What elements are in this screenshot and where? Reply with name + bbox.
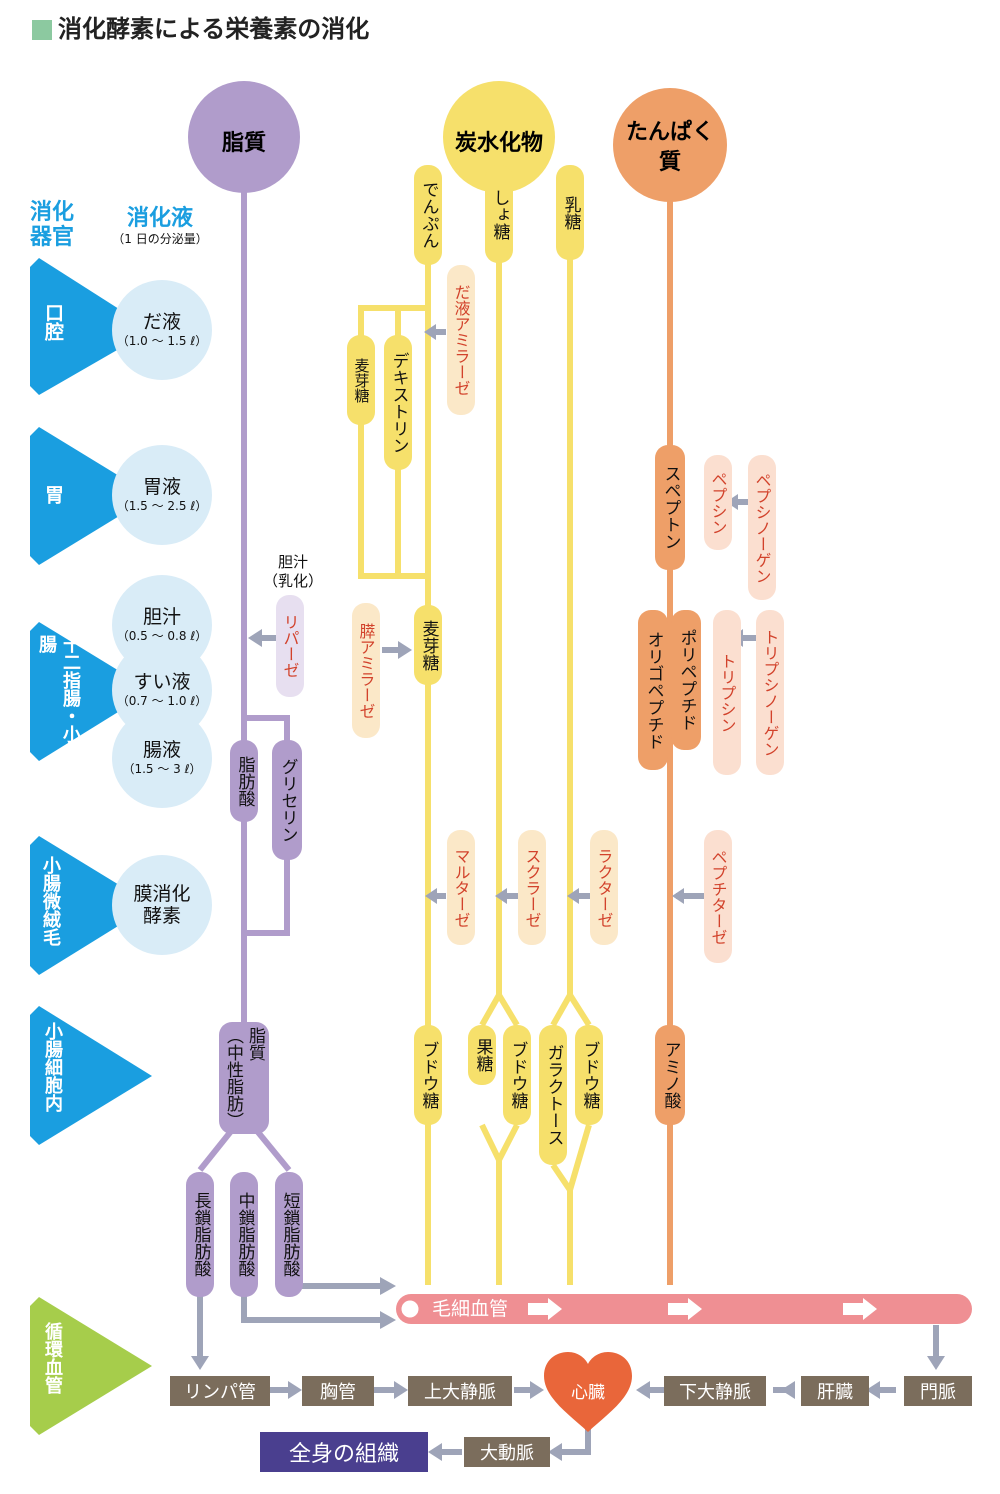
enzyme-pepsin: ペプシン (704, 455, 732, 550)
fatty-acid-pill: 脂肪酸 (230, 740, 258, 822)
maltose-pill: 麦芽糖 (347, 335, 375, 425)
fluid-pancreatic: すい液 (133, 671, 191, 693)
lipid-circle (188, 81, 300, 193)
starch-pill: でんぷん (414, 165, 442, 265)
fluid-membrane-enzyme: 膜消化 酵素 (133, 883, 191, 927)
long-chain-pill: 長鎖脂肪酸 (186, 1172, 214, 1297)
lactose-pill: 乳糖 (556, 165, 584, 260)
maltose2-pill: 麦芽糖 (414, 605, 442, 685)
oligopeptide-pill: オリゴペプチド (638, 610, 668, 770)
enzyme-maltase: マルターゼ (447, 830, 475, 945)
capillary-flow-arrows (528, 1298, 877, 1320)
organ-triangle-cell (30, 1006, 152, 1145)
sucrose-pill: しょ糖 (485, 165, 513, 263)
fluid-bubble-gastric: 胃液 （1.5 ～ 2.5 ℓ） (112, 445, 212, 545)
tissue-box: 全身の組織 (260, 1432, 428, 1472)
glucose-pill: ブドウ糖 (414, 1025, 442, 1125)
fructose-pill: 果糖 (468, 1025, 496, 1085)
enzyme-lipase: リパーゼ (276, 595, 304, 697)
peptone-pill: スペプトン (655, 445, 685, 570)
fluid-intestinal: 腸液 (142, 739, 181, 761)
short-chain-pill: 短鎖脂肪酸 (275, 1172, 303, 1297)
polypeptide-pill: ポリペプチド (671, 610, 701, 750)
fluid-header: 消化液 (126, 206, 193, 231)
organ-markers (30, 258, 152, 1435)
galactose-pill: ガラクトース (539, 1025, 567, 1165)
fluid-gastric-amount: （1.5 ～ 2.5 ℓ） (116, 499, 208, 513)
carb-title: 炭水化物 (454, 131, 543, 156)
glucose2-pill: ブドウ糖 (503, 1025, 531, 1125)
fluid-gastric: 胃液 (142, 476, 181, 498)
lymph-box: リンパ管 (170, 1376, 270, 1406)
medium-chain-pill: 中鎖脂肪酸 (230, 1172, 258, 1297)
organ-triangle-duodenum (30, 622, 152, 761)
carb-lines (358, 180, 592, 1285)
organ-triangle-villi (30, 836, 152, 975)
fluid-bubble-saliva: だ液 （1.0 ～ 1.5 ℓ） (112, 280, 212, 380)
organ-label-stomach: 胃 (42, 485, 64, 504)
title-marker (32, 20, 52, 40)
organ-label-circulation: 循環血管 (42, 1322, 63, 1394)
fluid-bile: 胆汁 (142, 606, 181, 628)
neutral-fat-pill: 脂質 （中性脂肪） (219, 1022, 269, 1134)
fluid-bubble-membrane: 膜消化 酵素 (112, 855, 212, 955)
bile-note: 胆汁 （乳化） (262, 553, 323, 590)
page-title: 消化酵素による栄養素の消化 (58, 15, 370, 43)
svc-box: 上大静脈 (408, 1376, 512, 1406)
enzyme-peptidase: ペプチターゼ (704, 830, 732, 963)
heart-label: 心臓 (571, 1383, 605, 1403)
lipid-title: 脂質 (221, 131, 266, 156)
enzyme-trypsinogen: トリプシノーゲン (756, 610, 784, 775)
capillary-end-marker (398, 1297, 422, 1321)
thoracic-box: 胸管 (302, 1376, 374, 1406)
organ-triangle-circulation (30, 1297, 152, 1435)
organ-label-villi: 小腸微絨毛 (40, 856, 61, 946)
enzyme-trypsin: トリプシン (713, 610, 741, 775)
organ-triangle-stomach (30, 427, 152, 565)
organ-triangle-mouth (30, 258, 152, 395)
organ-label-cell: 小腸細胞内 (42, 1022, 63, 1112)
enzyme-salivary-amylase: だ液アミラーゼ (447, 265, 475, 415)
arrow-heads (191, 324, 945, 1461)
fluid-intestinal-amount: （1.5 ～ 3 ℓ） (122, 762, 202, 776)
aorta-box: 大動脈 (464, 1437, 550, 1467)
organ-label-duodenum-text: 十二指腸・小腸 (36, 635, 81, 743)
liver-box: 肝臓 (801, 1376, 869, 1406)
heart-shape (544, 1352, 632, 1432)
organ-label-mouth: 口腔 (42, 303, 64, 341)
glucose3-pill: ブドウ糖 (575, 1025, 603, 1125)
fluid-pancreatic-amount: （0.7 ～ 1.0 ℓ） (116, 694, 208, 708)
capillary-label: 毛細血管 (432, 1298, 509, 1320)
glycerin-pill: グリセリン (272, 740, 302, 860)
fluid-bile-amount: （0.5 ～ 0.8 ℓ） (116, 629, 208, 643)
ivc-box: 下大静脈 (664, 1376, 766, 1406)
protein-title: たんぱく 質 (625, 120, 714, 175)
enzyme-lactase: ラクターゼ (590, 830, 618, 945)
dextrin-pill: デキストリン (384, 335, 412, 470)
enzyme-pancreatic-amylase: 膵アミラーゼ (352, 603, 380, 738)
fluid-subheader: （1 日の分泌量） (112, 232, 208, 246)
enzyme-pepsinogen: ペプシノーゲン (748, 455, 776, 600)
fluid-saliva: だ液 (142, 311, 181, 333)
carb-circle (443, 81, 555, 193)
fluid-saliva-amount: （1.0 ～ 1.5 ℓ） (116, 334, 208, 348)
enzyme-sucrase: スクラーゼ (518, 830, 546, 945)
amino-acid-pill: アミノ酸 (655, 1025, 685, 1125)
portal-box: 門脈 (904, 1376, 972, 1406)
protein-circle (613, 88, 727, 202)
organ-label-duodenum: 十二指腸・小腸 (34, 635, 88, 755)
organ-header: 消化 器官 (29, 200, 74, 250)
fluid-bubble-intestinal: 腸液 （1.5 ～ 3 ℓ） (112, 708, 212, 808)
